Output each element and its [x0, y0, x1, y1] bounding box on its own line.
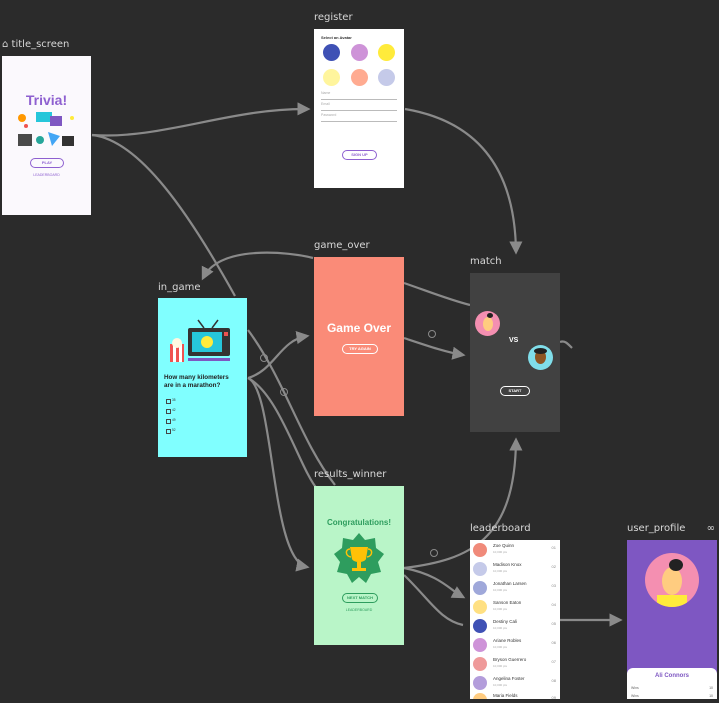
leaderboard-row[interactable]: Angelina Foster 10,000 pts 08 [470, 673, 560, 692]
leaderboard-row[interactable]: Madison Knox 10,000 pts 02 [470, 559, 560, 578]
name-field[interactable]: Name [321, 91, 397, 100]
in-game-label[interactable]: in_game [158, 282, 201, 293]
stat-value: 10 [709, 686, 713, 690]
answer-checkbox-4[interactable] [166, 429, 171, 434]
edge-in-game-to-game-over[interactable] [247, 331, 310, 380]
email-field[interactable]: Email [321, 102, 397, 111]
match-label[interactable]: match [470, 256, 502, 267]
leaderboard-row[interactable]: Bryson Guerrero 10,000 pts 07 [470, 654, 560, 673]
in-game-destination[interactable]: How many kilometers are in a marathon? 3… [158, 298, 247, 457]
match-destination[interactable]: VS START [470, 273, 560, 432]
title-screen-label[interactable]: ⌂ title_screen [2, 39, 70, 50]
register-destination[interactable]: Select an Avatar Name Email Password SIG… [314, 29, 404, 188]
stat-label: Wins [631, 694, 639, 698]
pop-circle-icon [280, 388, 288, 396]
edge-in-game-through[interactable] [247, 329, 336, 486]
play-button[interactable]: PLAY [30, 158, 64, 168]
edge-title-to-register[interactable] [91, 102, 311, 137]
avatar [473, 693, 487, 699]
answer-option-1: 35 [172, 398, 176, 402]
game-over-title: Game Over [326, 321, 392, 335]
edge-in-game-through-2[interactable] [247, 377, 319, 491]
title-screen-destination[interactable]: Trivia! PLAY LEADERBOARD [2, 56, 91, 215]
avatar [473, 600, 487, 614]
start-button[interactable]: START [500, 386, 530, 396]
edge-results-to-leaderboard-2[interactable] [403, 574, 464, 627]
avatar-1[interactable] [323, 44, 340, 61]
leaderboard-link[interactable]: LEADERBOARD [345, 608, 373, 612]
stat-label: Wins [631, 686, 639, 690]
tv-popcorn-illustration [170, 319, 230, 362]
answer-checkbox-3[interactable] [166, 419, 171, 424]
sign-up-button[interactable]: SIGN UP [342, 150, 377, 160]
player-avatar-left [475, 311, 500, 336]
avatar-5[interactable] [351, 69, 368, 86]
profile-avatar [645, 553, 699, 607]
leaderboard-row[interactable]: Maria Fields 09 [470, 690, 560, 699]
stat-value: 10 [709, 694, 713, 698]
avatar [473, 543, 487, 557]
leaderboard-row[interactable]: Zoe Quinn 10,000 pts 01 [470, 540, 560, 559]
avatar-6[interactable] [378, 69, 395, 86]
profile-name: Ali Connors [655, 673, 689, 679]
avatar [473, 657, 487, 671]
password-field[interactable]: Password [321, 113, 397, 122]
pop-circle-icon [428, 330, 436, 338]
movie-icons-illustration [18, 112, 74, 146]
avatar [473, 619, 487, 633]
register-label[interactable]: register [314, 12, 353, 23]
leaderboard-row[interactable]: Destiny Cali 10,000 pts 05 [470, 616, 560, 635]
game-over-destination[interactable]: Game Over TRY AGAIN [314, 257, 404, 416]
answer-option-3: 49 [172, 418, 176, 422]
leaderboard-row[interactable]: Ariane Robles 10,000 pts 06 [470, 635, 560, 654]
user-profile-destination[interactable]: Ali Connors Wins 10 Wins 10 [627, 540, 717, 699]
answer-checkbox-1[interactable] [166, 399, 171, 404]
edge-game-over-to-match[interactable] [403, 281, 471, 307]
avatar [473, 562, 487, 576]
edge-results-to-leaderboard[interactable] [403, 566, 466, 599]
edge-game-over-to-in-game[interactable] [201, 251, 314, 281]
link-icon: ∞ [706, 523, 715, 534]
home-icon: ⌂ [2, 39, 9, 50]
avatar-3[interactable] [378, 44, 395, 61]
edge-game-over-to-match-2[interactable] [403, 336, 466, 360]
edge-title-to-in-game[interactable] [91, 133, 236, 297]
avatar-4[interactable] [323, 69, 340, 86]
pop-circle-icon [430, 549, 438, 557]
game-over-label[interactable]: game_over [314, 240, 370, 251]
profile-card: Ali Connors Wins 10 Wins 10 [627, 668, 717, 699]
trophy-icon [334, 533, 384, 583]
user-profile-label[interactable]: user_profile ∞ [627, 523, 715, 534]
leaderboard-row[interactable]: Sanson Eaton 10,000 pts 04 [470, 597, 560, 616]
edge-results-to-match[interactable] [403, 437, 523, 570]
answer-checkbox-2[interactable] [166, 409, 171, 414]
leaderboard-row[interactable]: Jonathan Larsen 10,000 pts 03 [470, 578, 560, 597]
congratulations-title: Congratulations! [327, 518, 391, 527]
avatar [473, 676, 487, 690]
answer-option-4: 52 [172, 428, 176, 432]
player-avatar-right [528, 345, 553, 370]
select-avatar-heading: Select an Avatar [321, 35, 352, 40]
edge-match-out[interactable] [559, 340, 573, 349]
pop-circle-icon [260, 354, 268, 362]
leaderboard-link[interactable]: LEADERBOARD [33, 173, 60, 177]
results-winner-destination[interactable]: Congratulations! NEXT MATCH LEADERBOARD [314, 486, 404, 645]
edge-in-game-to-results[interactable] [247, 376, 310, 572]
leaderboard-label[interactable]: leaderboard [470, 523, 531, 534]
avatar [473, 581, 487, 595]
vs-text: VS [509, 337, 519, 344]
title-text: Trivia! [25, 92, 68, 108]
avatar [473, 638, 487, 652]
try-again-button[interactable]: TRY AGAIN [342, 344, 378, 354]
avatar-2[interactable] [351, 44, 368, 61]
answer-option-2: 42 [172, 408, 176, 412]
results-winner-label[interactable]: results_winner [314, 469, 387, 480]
edge-register-to-match[interactable] [404, 107, 523, 255]
question-text: How many kilometers are in a marathon? [164, 374, 229, 389]
next-match-button[interactable]: NEXT MATCH [342, 593, 378, 603]
leaderboard-destination[interactable]: Zoe Quinn 10,000 pts 01 Madison Knox 10,… [470, 540, 560, 699]
